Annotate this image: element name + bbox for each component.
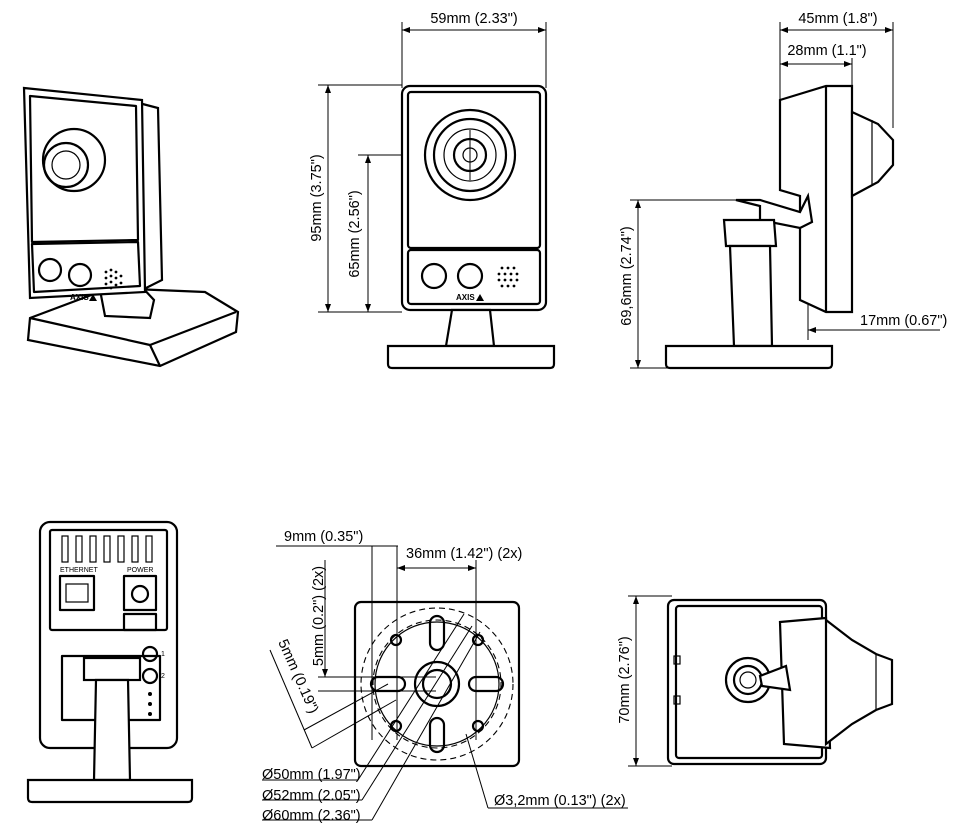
io-1-label: 1 [161, 651, 165, 658]
dia-60-label: Ø60mm (2.36") [262, 808, 361, 824]
stand-height-label: 69,6mm (2.74") [619, 226, 635, 325]
total-height-label: 95mm (3.75") [309, 154, 325, 241]
bottom-5mm-v-label: 5mm (0.2") (2x) [311, 566, 327, 666]
dia-50-label: Ø50mm (1.97") [262, 767, 361, 783]
bottom-view: 9mm (0.35") 36mm (1.42") (2x) 5mm (0.2")… [262, 529, 628, 824]
rear-view: ETHERNET POWER 1 2 [26, 520, 194, 804]
ethernet-label: ETHERNET [60, 567, 98, 574]
front-width-label: 59mm (2.33") [430, 11, 517, 27]
lens-height-label: 65mm (2.56") [347, 190, 363, 277]
bottom-36mm-label: 36mm (1.42") (2x) [406, 546, 522, 562]
power-label: POWER [127, 567, 153, 574]
top-view: 70mm (2.76") [617, 595, 894, 767]
side-depth-total-label: 45mm (1.8") [798, 11, 877, 27]
hole-dia-label: Ø3,2mm (0.13") (2x) [494, 793, 626, 809]
top-height-label: 70mm (2.76") [617, 636, 633, 723]
dia-52-label: Ø52mm (2.05") [262, 788, 361, 804]
perspective-view: AXIS [22, 86, 240, 368]
side-view: 45mm (1.8") 28mm (1.1") 69,6mm (2.74") 1… [619, 11, 947, 370]
bottom-9mm-label: 9mm (0.35") [284, 529, 363, 545]
axis-logo-front: AXIS [456, 293, 475, 302]
stand-offset-label: 17mm (0.67") [860, 313, 947, 329]
axis-logo: AXIS [70, 293, 89, 302]
side-depth-body-label: 28mm (1.1") [787, 43, 866, 59]
io-2-label: 2 [161, 673, 165, 680]
front-view: 59mm (2.33") 95mm (3.75") 65mm (2.56") [309, 11, 556, 370]
